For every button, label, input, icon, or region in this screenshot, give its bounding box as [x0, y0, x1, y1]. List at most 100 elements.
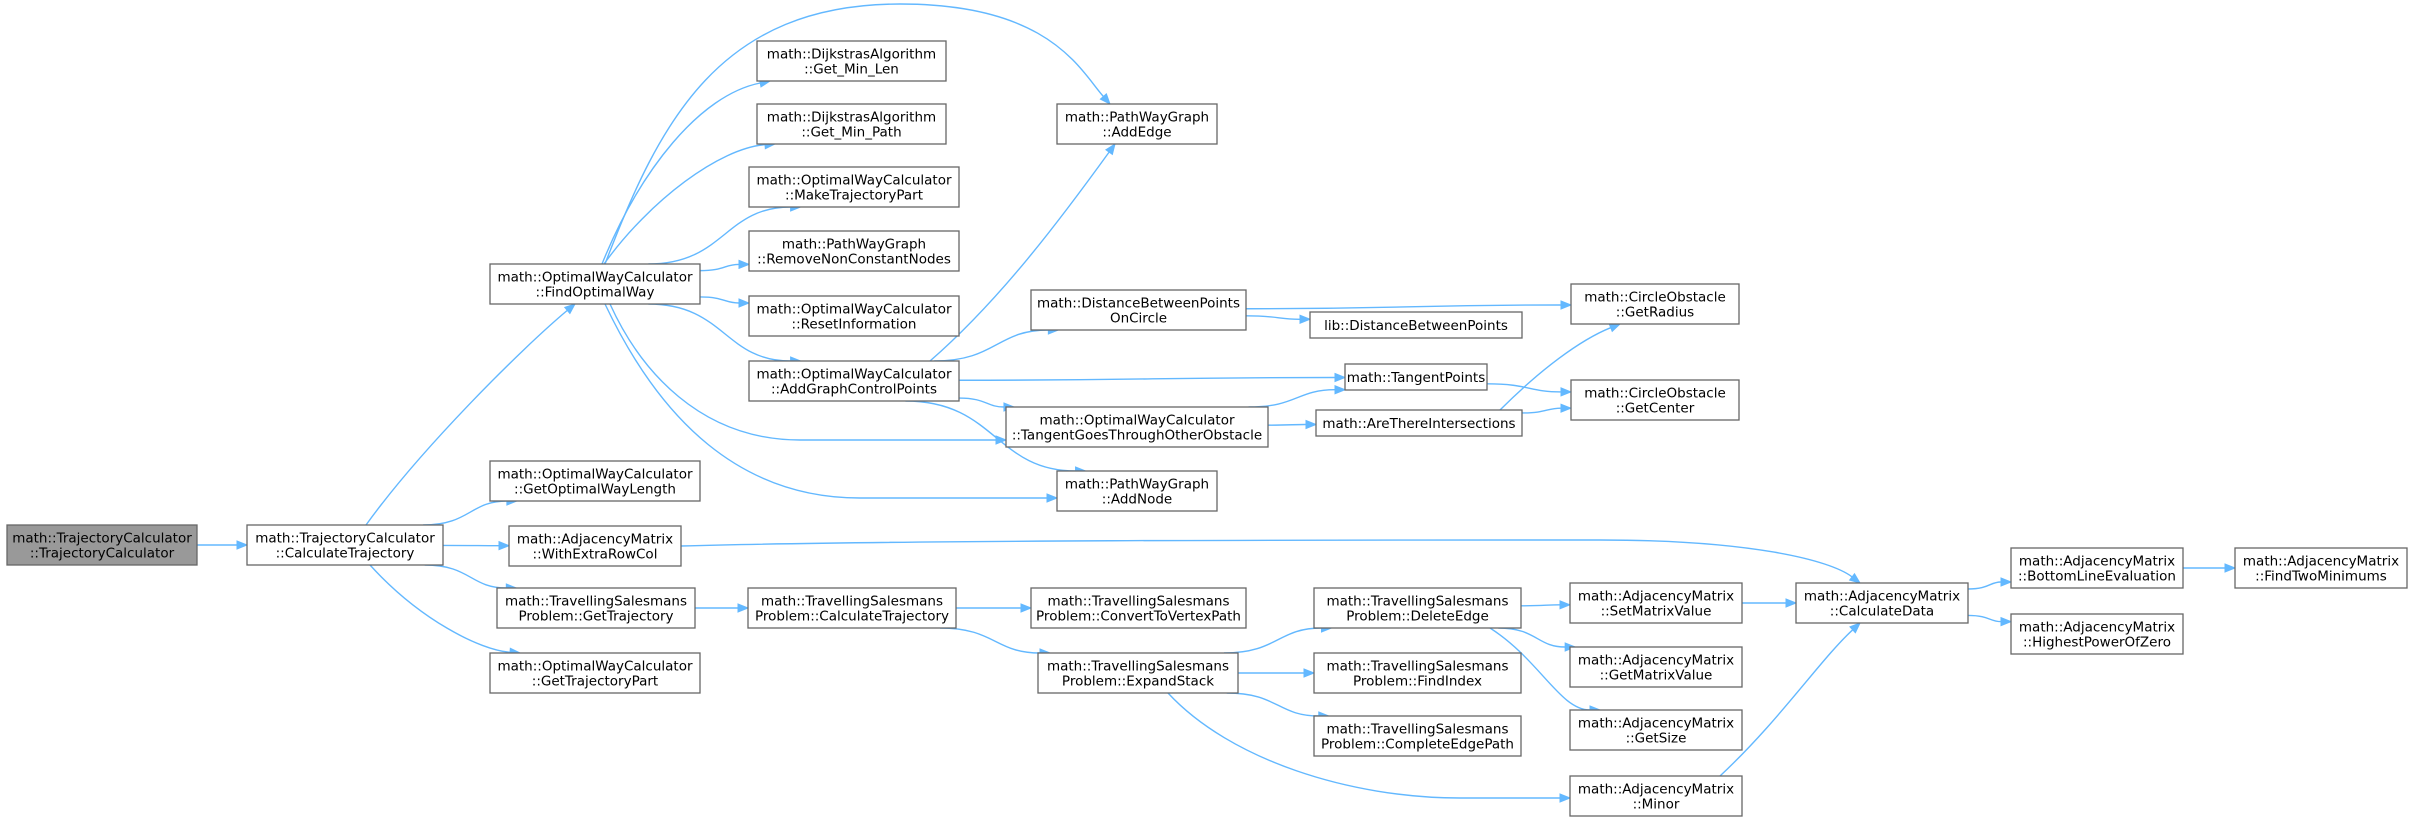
node-highestPow[interactable]: math::AdjacencyMatrix::HighestPowerOfZer…	[2010, 613, 2184, 655]
arrowhead-icon	[498, 540, 511, 551]
node-getRadius[interactable]: math::CircleObstacle::GetRadius	[1570, 283, 1740, 325]
node-calcData[interactable]: math::AdjacencyMatrix::CalculateData	[1795, 582, 1969, 624]
edge-line	[648, 206, 791, 265]
edge-line	[905, 400, 1076, 472]
node-label-line: math::OptimalWayCalculator	[756, 302, 952, 318]
arrowhead-icon	[1560, 387, 1573, 397]
node-label-line: math::AreThereIntersections	[1322, 416, 1515, 432]
edge-line	[699, 296, 740, 304]
node-tspCalcTraj[interactable]: math::TravellingSalesmansProblem::Calcul…	[747, 587, 957, 629]
arrowhead-icon	[2000, 577, 2013, 587]
edge-tangentPoints-to-getCenter	[1486, 383, 1573, 397]
node-getMatrix[interactable]: math::AdjacencyMatrix::GetMatrixValue	[1569, 646, 1743, 688]
node-label-line: math::DistanceBetweenPoints	[1037, 296, 1240, 312]
arrowhead-icon	[1046, 493, 1059, 503]
node-addEdge[interactable]: math::PathWayGraph::AddEdge	[1056, 103, 1218, 145]
node-label-line: math::TravellingSalesmans	[1326, 594, 1508, 610]
node-label-line: math::AdjacencyMatrix	[1578, 589, 1734, 605]
edge-calcTraj-to-findOpt	[365, 303, 577, 526]
node-findTwoMin[interactable]: math::AdjacencyMatrix::FindTwoMinimums	[2234, 547, 2408, 589]
node-minor[interactable]: math::AdjacencyMatrix::Minor	[1569, 775, 1743, 817]
edge-line	[1520, 604, 1561, 607]
node-label-line: Problem::GetTrajectory	[518, 609, 673, 625]
edge-calcData-to-highestPow	[1967, 614, 2013, 627]
node-label-line: math::TrajectoryCalculator	[12, 531, 192, 547]
node-libDist[interactable]: lib::DistanceBetweenPoints	[1309, 311, 1523, 339]
node-box	[1569, 582, 1743, 624]
edge-minor-to-calcData	[1719, 622, 1861, 777]
edge-expandStack-to-findIndex	[1238, 668, 1316, 678]
node-deleteEdge[interactable]: math::TravellingSalesmansProblem::Delete…	[1313, 587, 1522, 629]
node-findOpt[interactable]: math::OptimalWayCalculator::FindOptimalW…	[489, 263, 701, 305]
node-box	[1005, 406, 1269, 448]
node-resetInfo[interactable]: math::OptimalWayCalculator::ResetInforma…	[748, 295, 960, 337]
node-label-line: math::OptimalWayCalculator	[1039, 413, 1235, 429]
edge-line	[1245, 304, 1562, 310]
node-tangentThrough[interactable]: math::OptimalWayCalculator::TangentGoesT…	[1005, 406, 1269, 448]
node-removeNon[interactable]: math::PathWayGraph::RemoveNonConstantNod…	[748, 230, 960, 272]
edge-calcTraj-to-withExtra	[442, 540, 511, 551]
arrowhead-icon	[2000, 616, 2013, 627]
node-findIndex[interactable]: math::TravellingSalesmansProblem::FindIn…	[1313, 652, 1522, 694]
node-getSize[interactable]: math::AdjacencyMatrix::GetSize	[1569, 709, 1743, 751]
edge-line	[958, 397, 1005, 408]
edge-line	[1226, 692, 1319, 717]
edge-tangentThrough-to-tangentPoints	[1248, 384, 1347, 408]
arrowhead-icon	[1105, 142, 1116, 156]
node-getOptLen[interactable]: math::OptimalWayCalculator::GetOptimalWa…	[489, 460, 701, 502]
node-label-line: math::AdjacencyMatrix	[1578, 716, 1734, 732]
node-addGraph[interactable]: math::OptimalWayCalculator::AddGraphCont…	[748, 360, 960, 402]
node-dijPath[interactable]: math::DijkstrasAlgorithm::Get_Min_Path	[756, 103, 947, 145]
edge-line	[1223, 627, 1322, 654]
node-dijLen[interactable]: math::DijkstrasAlgorithm::Get_Min_Len	[756, 40, 947, 82]
node-root[interactable]: math::TrajectoryCalculator::TrajectoryCa…	[6, 524, 198, 566]
arrowhead-icon	[1560, 300, 1573, 310]
node-box	[1056, 470, 1218, 512]
arrowhead-icon	[738, 259, 751, 270]
node-label-line: ::Minor	[1633, 797, 1680, 813]
node-makeTrajPart[interactable]: math::OptimalWayCalculator::MakeTrajecto…	[748, 166, 960, 208]
edge-deleteEdge-to-getMatrix	[1498, 627, 1577, 652]
node-label-line: math::OptimalWayCalculator	[497, 659, 693, 675]
node-label-line: ::CalculateData	[1830, 604, 1934, 620]
node-box	[1315, 409, 1523, 437]
node-calcTraj[interactable]: math::TrajectoryCalculator::CalculateTra…	[246, 524, 444, 566]
edge-tangentThrough-to-areThere	[1267, 419, 1318, 430]
node-getCenter[interactable]: math::CircleObstacle::GetCenter	[1570, 379, 1740, 421]
edge-line	[1267, 423, 1307, 426]
node-box	[1570, 283, 1740, 325]
node-tspGetTraj[interactable]: math::TravellingSalesmansProblem::GetTra…	[496, 587, 696, 629]
arrowhead-icon	[1785, 598, 1798, 608]
node-areThere[interactable]: math::AreThereIntersections	[1315, 409, 1523, 437]
node-label-line: ::TangentGoesThroughOtherObstacle	[1012, 428, 1262, 444]
node-label-line: ::FindTwoMinimums	[2255, 569, 2387, 585]
node-label-line: math::CircleObstacle	[1584, 290, 1726, 306]
node-box	[6, 524, 198, 566]
node-withExtra[interactable]: math::AdjacencyMatrix::WithExtraRowCol	[508, 525, 682, 567]
node-addNode[interactable]: math::PathWayGraph::AddNode	[1056, 470, 1218, 512]
node-convertVertex[interactable]: math::TravellingSalesmansProblem::Conver…	[1030, 587, 1247, 629]
node-tangentPoints[interactable]: math::TangentPoints	[1344, 363, 1488, 391]
arrowhead-icon	[1020, 603, 1033, 613]
node-completeEdge[interactable]: math::TravellingSalesmansProblem::Comple…	[1313, 715, 1522, 757]
arrowhead-icon	[2224, 563, 2237, 573]
node-label-line: math::TangentPoints	[1347, 370, 1486, 386]
node-setMatrix[interactable]: math::AdjacencyMatrix::SetMatrixValue	[1569, 582, 1743, 624]
node-getTrajPart[interactable]: math::OptimalWayCalculator::GetTrajector…	[489, 652, 701, 694]
node-label-line: ::MakeTrajectoryPart	[785, 188, 923, 204]
node-box	[1344, 363, 1488, 391]
node-bottomLine[interactable]: math::AdjacencyMatrix::BottomLineEvaluat…	[2010, 547, 2184, 589]
node-label-line: ::AddNode	[1102, 492, 1172, 508]
arrowhead-icon	[1608, 323, 1622, 333]
arrowhead-icon	[1559, 600, 1572, 610]
edge-line	[609, 303, 996, 441]
node-box	[1309, 311, 1523, 339]
node-box	[1570, 379, 1740, 421]
node-expandStack[interactable]: math::TravellingSalesmansProblem::Expand…	[1037, 652, 1239, 694]
edge-findOpt-to-resetInfo	[699, 296, 751, 308]
edge-line	[699, 263, 740, 272]
arrowhead-icon	[1849, 622, 1861, 634]
node-box	[489, 263, 701, 305]
edge-line	[604, 3, 1104, 265]
